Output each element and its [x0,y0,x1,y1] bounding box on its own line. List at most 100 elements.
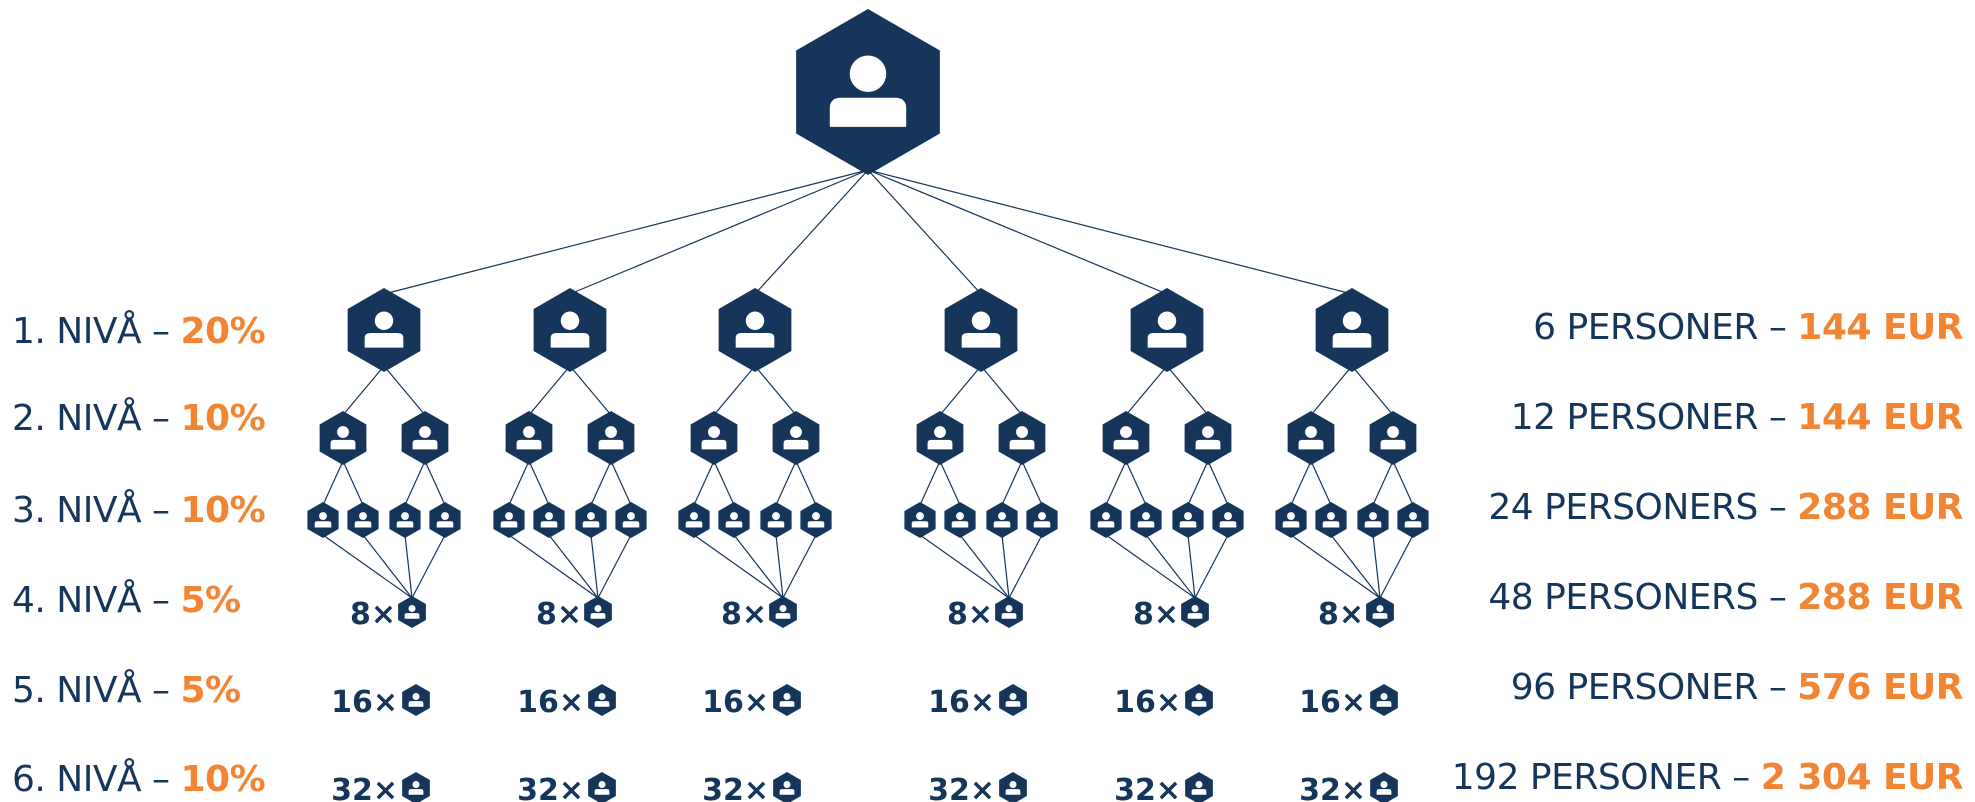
level-1-label: 1. NIVÅ – 20% [12,310,266,354]
person-hexagon-icon [505,411,553,465]
connector-line [939,460,961,506]
person-count: 192 PERSONER [1451,757,1722,798]
connector-line [980,365,1023,416]
commission-amount: 144 EUR [1797,307,1963,348]
person-hexagon-icon [1102,411,1150,465]
level-name: 2. NIVÅ [12,398,142,439]
connector-line [1021,460,1043,506]
commission-amount: 144 EUR [1797,397,1963,438]
level-name: 3. NIVÅ [12,490,142,531]
connector-line [411,534,446,599]
person-hexagon-icon [1397,502,1429,538]
connector-line [322,534,413,599]
connector-line [528,365,571,416]
connector-line [795,460,817,506]
commission-amount: 576 EUR [1797,667,1963,708]
person-hexagon-icon [916,411,964,465]
person-hexagon-icon [584,596,612,628]
connector-line [1351,365,1394,416]
person-hexagon-icon [1181,596,1209,628]
connector-line [1187,534,1196,599]
summary-separator: – [1768,307,1787,348]
connector-line [867,169,1353,295]
connector-line [590,534,599,599]
multiplier-label: 32× [517,773,584,802]
level-2-label: 2. NIVÅ – 10% [12,397,266,441]
level-3-label: 3. NIVÅ – 10% [12,489,266,533]
person-hexagon-icon [1130,502,1162,538]
level-5-summary: 96 PERSONER – 576 EUR [1511,666,1964,710]
level-4-summary: 48 PERSONERS – 288 EUR [1488,576,1963,620]
multiplier-label: 16× [1299,685,1366,720]
summary-separator: – [1768,667,1787,708]
multiplier-label: 32× [702,773,769,802]
connector-line [1392,460,1414,506]
level-percent: 5% [180,580,242,621]
person-hexagon-icon [690,411,738,465]
person-hexagon-icon [1185,684,1213,716]
multiplier-label: 8× [721,597,767,632]
person-hexagon-icon [1287,411,1335,465]
person-hexagon-icon [1212,502,1244,538]
person-hexagon-icon [796,9,940,175]
connector-line [404,534,413,599]
person-hexagon-icon [718,502,750,538]
level-percent: 20% [180,311,266,352]
connector-line [775,534,784,599]
multiplier-label: 16× [517,685,584,720]
level-2-summary: 12 PERSONER – 144 EUR [1511,396,1964,440]
connector-line [1330,534,1381,599]
connector-line [733,534,784,599]
connector-line [1105,534,1196,599]
connector-line [342,365,385,416]
connector-line [1125,460,1147,506]
multiplier-label: 8× [1318,597,1364,632]
person-hexagon-icon [533,502,565,538]
person-count: 6 PERSONER [1533,307,1758,348]
connector-line [1379,534,1414,599]
summary-separator: – [1768,577,1787,618]
connector-line [693,534,784,599]
connector-line [1290,534,1381,599]
person-hexagon-icon [1090,502,1122,538]
connector-line [1372,460,1394,506]
person-hexagon-icon [402,772,430,802]
person-hexagon-icon [1026,502,1058,538]
person-hexagon-icon [575,502,607,538]
person-hexagon-icon [389,502,421,538]
connector-line [713,460,735,506]
level-separator: – [152,759,170,800]
connector-line [383,365,426,416]
person-hexagon-icon [986,502,1018,538]
person-hexagon-icon [998,411,1046,465]
level-name: 6. NIVÅ [12,759,142,800]
person-hexagon-icon [718,288,792,372]
person-hexagon-icon [398,596,426,628]
connector-line [1001,460,1023,506]
person-hexagon-icon [307,502,339,538]
connector-line [528,460,550,506]
person-hexagon-icon [944,502,976,538]
connector-line [782,534,817,599]
connector-line [939,365,982,416]
summary-separator: – [1768,397,1787,438]
person-hexagon-icon [944,288,1018,372]
connector-line [1310,365,1353,416]
connector-line [867,169,1168,295]
connector-line [1125,365,1168,416]
level-separator: – [152,398,170,439]
person-hexagon-icon [533,288,607,372]
person-hexagon-icon [1275,502,1307,538]
person-hexagon-icon [999,772,1027,802]
connector-line [1372,534,1381,599]
person-hexagon-icon [904,502,936,538]
multiplier-label: 8× [536,597,582,632]
level-6-label: 6. NIVÅ – 10% [12,758,266,802]
person-hexagon-icon [1184,411,1232,465]
person-hexagon-icon [347,502,379,538]
level-name: 4. NIVÅ [12,580,142,621]
person-hexagon-icon [999,684,1027,716]
person-hexagon-icon [1315,288,1389,372]
connector-line [383,169,869,295]
connector-line [362,534,413,599]
